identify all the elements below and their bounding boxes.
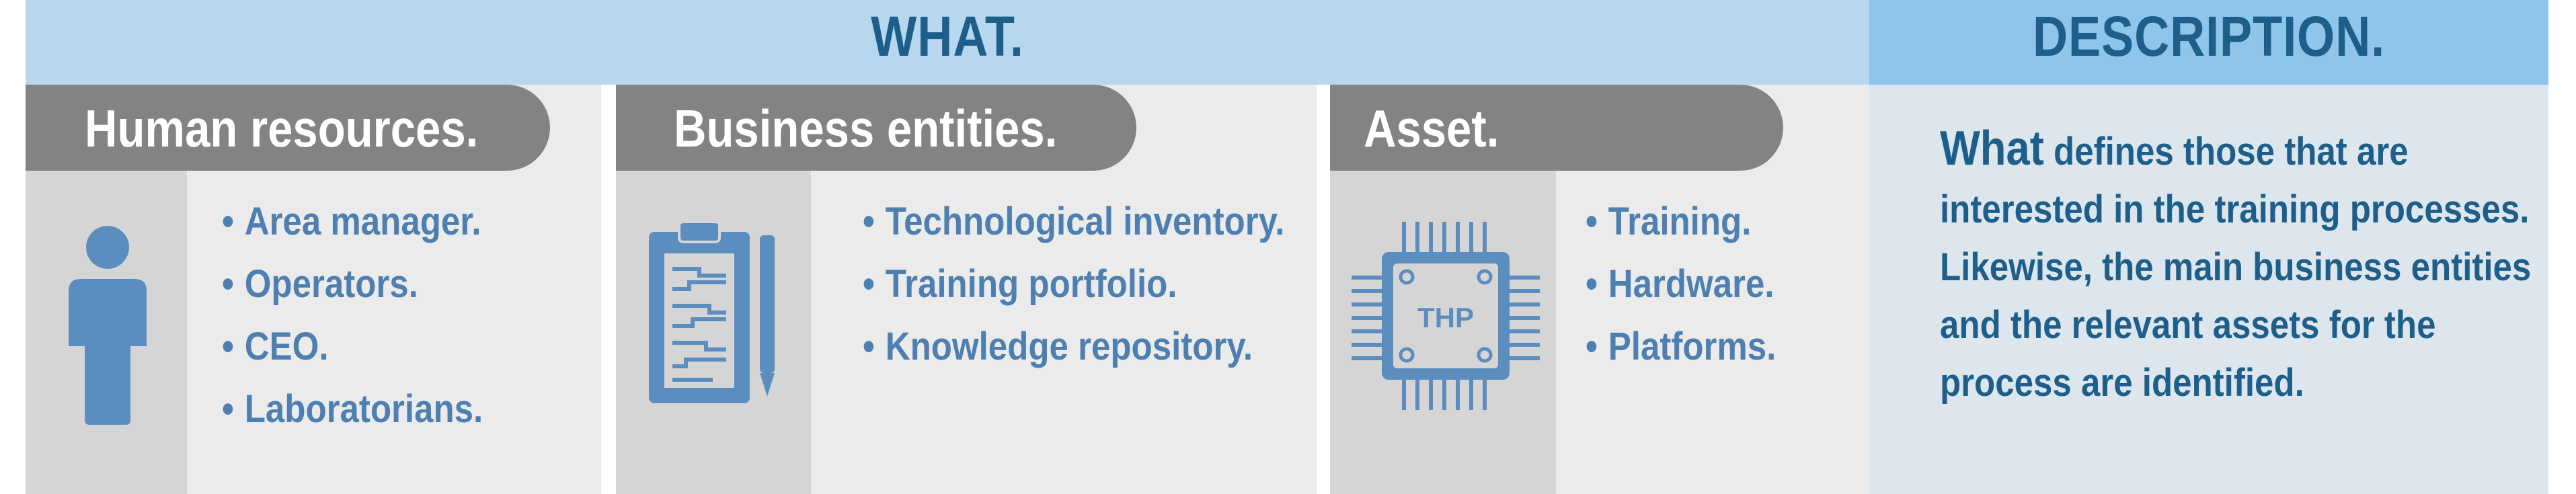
tab-human-resources: Human resources. <box>26 85 550 171</box>
description-line: interested in the training processes. <box>1940 188 2530 231</box>
list-item: Operators. <box>222 253 483 315</box>
description-banner: DESCRIPTION. <box>1869 0 2548 85</box>
description-line: defines those that are <box>2043 130 2409 173</box>
list-item: Knowledge repository. <box>863 315 1284 378</box>
description-line: Likewise, the main business entities <box>1940 245 2532 289</box>
section-title-human-resources: Human resources. <box>85 99 479 158</box>
list-business-entities: Technological inventory. Training portfo… <box>863 190 1342 378</box>
person-icon <box>69 226 147 425</box>
list-item: Hardware. <box>1586 253 1776 315</box>
list-item: Training. <box>1586 190 1776 253</box>
description-title: DESCRIPTION. <box>2032 5 2386 68</box>
chip-label: THP <box>1417 302 1474 333</box>
section-title-asset: Asset. <box>1364 99 1499 158</box>
what-title: WHAT. <box>871 5 1024 68</box>
list-asset: Training. Hardware. Platforms. <box>1586 190 1802 378</box>
list-item: CEO. <box>222 315 483 378</box>
list-item: Training portfolio. <box>863 253 1284 315</box>
description-lead: What <box>1940 122 2044 175</box>
chip-icon: THP <box>1352 222 1540 410</box>
list-item: Area manager. <box>222 190 483 253</box>
list-human-resources: Area manager. Operators. CEO. Laboratori… <box>222 190 518 440</box>
list-item: Platforms. <box>1586 315 1777 378</box>
description-line: and the relevant assets for the <box>1940 303 2436 347</box>
description-line: process are identified. <box>1940 361 2304 405</box>
tab-business-entities: Business entities. <box>616 85 1136 171</box>
tab-asset: Asset. <box>1330 85 1783 171</box>
section-title-business-entities: Business entities. <box>674 99 1058 158</box>
clipboard-icon <box>649 220 775 403</box>
panel-description <box>1869 85 2548 494</box>
what-banner: WHAT. <box>26 0 1869 85</box>
description-text: What defines those that are interested i… <box>1940 120 2532 412</box>
list-item: Laboratorians. <box>222 378 483 440</box>
list-item: Technological inventory. <box>863 190 1285 253</box>
